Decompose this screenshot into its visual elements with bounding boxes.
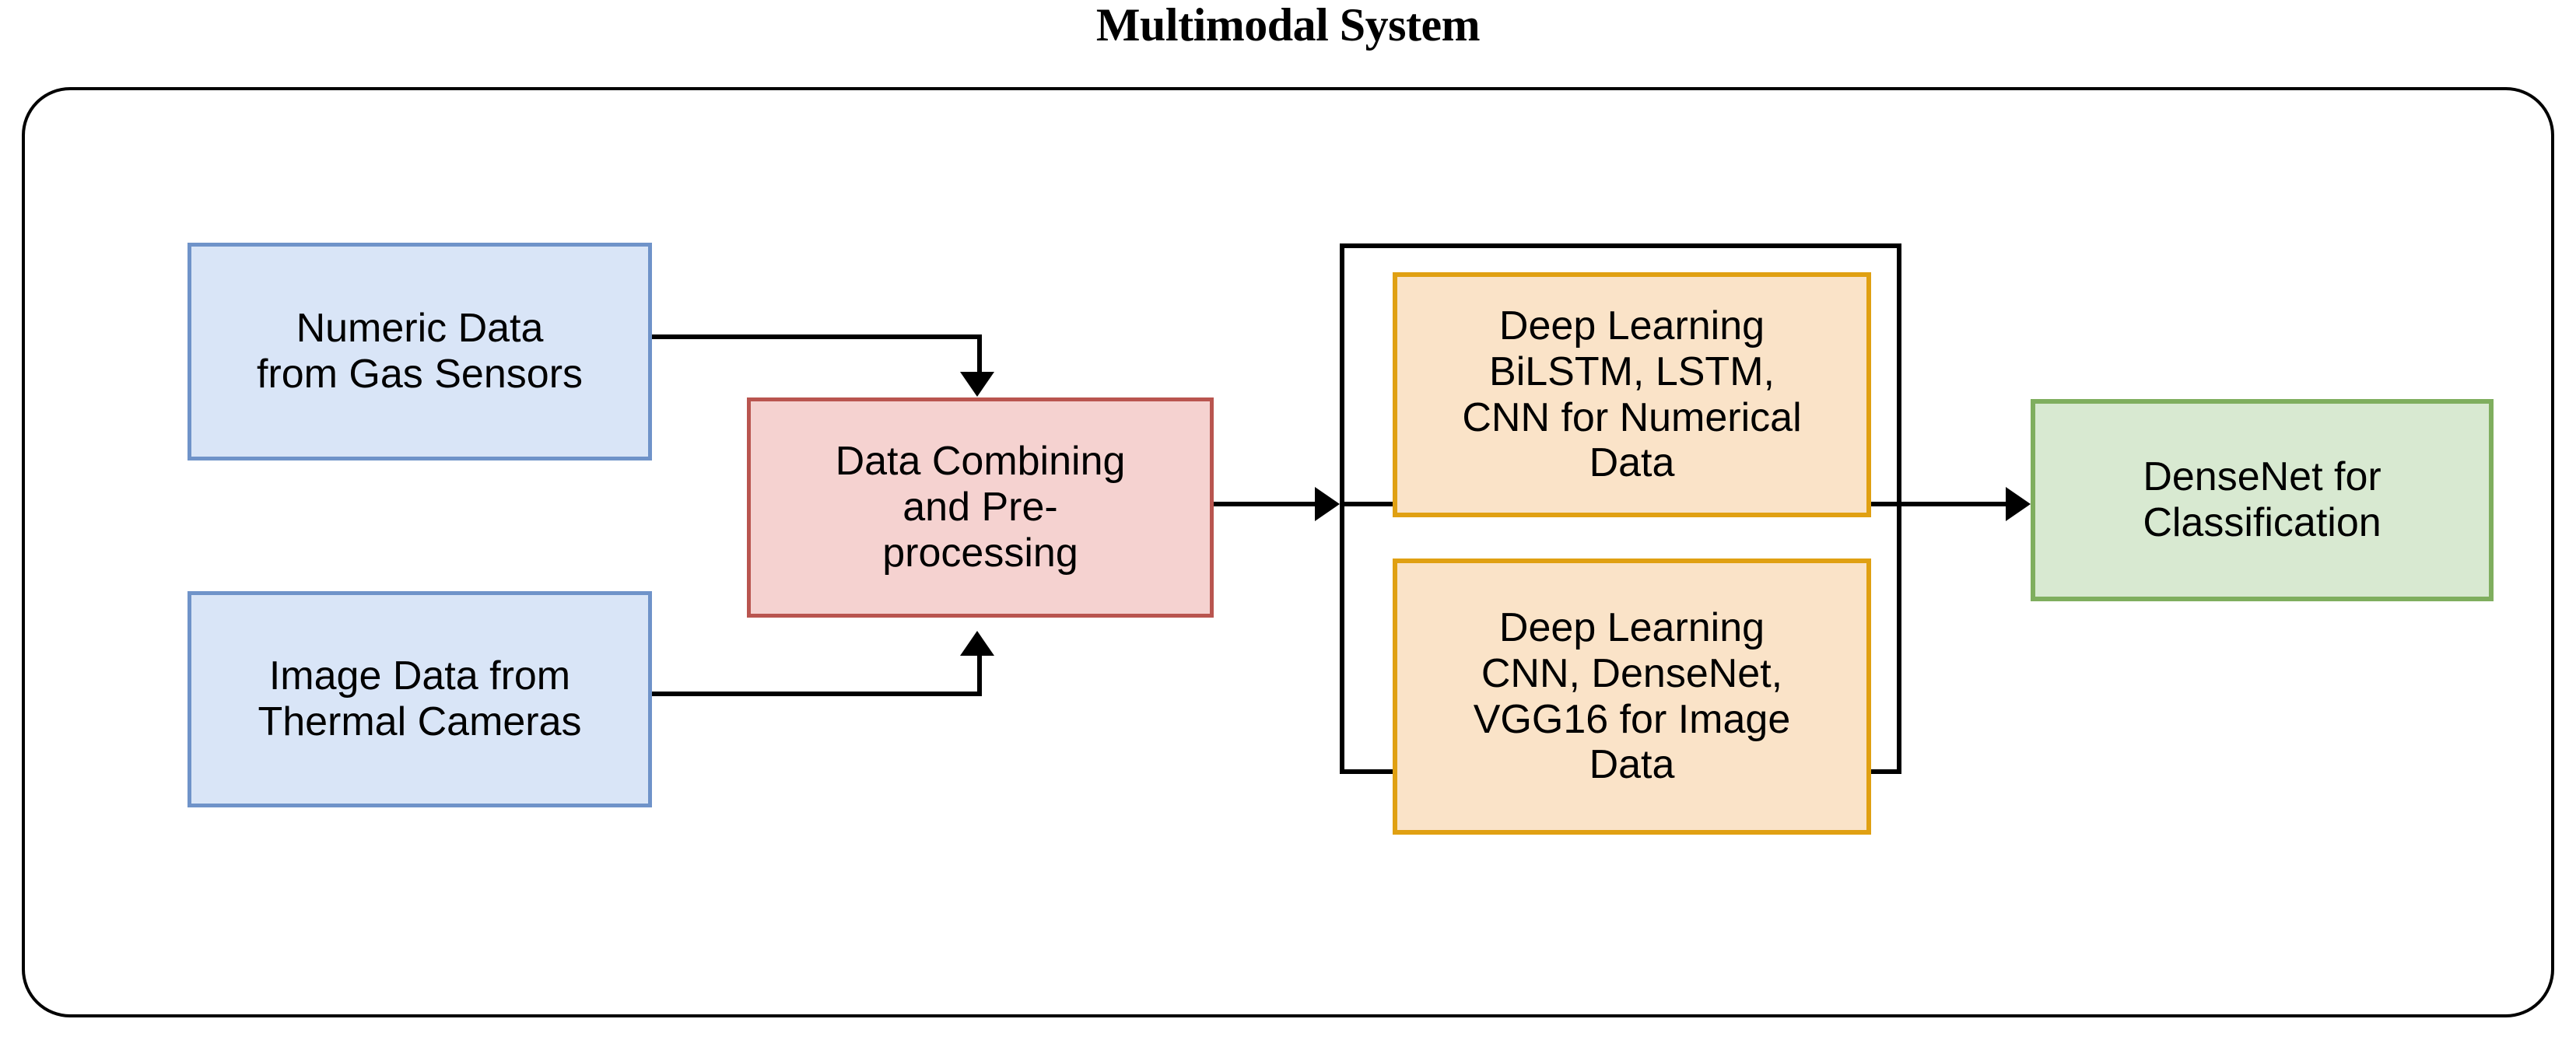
arrowhead-up-icon [960,631,994,656]
connector-models-to-densenet-horizontal [1870,502,2012,506]
node-image-data-from-thermal-cameras[interactable]: Image Data from Thermal Cameras [188,591,652,807]
connector-models-inlet-horizontal [1340,502,1394,506]
node-densenet-for-classification[interactable]: DenseNet for Classification [2031,399,2494,601]
node-data-combining-and-preprocessing[interactable]: Data Combining and Pre- processing [747,397,1214,618]
node-numeric-data-from-gas-sensors[interactable]: Numeric Data from Gas Sensors [188,243,652,460]
node-dl-image-label: Deep Learning CNN, DenseNet, VGG16 for I… [1473,605,1791,788]
system-boundary-container [22,87,2554,1017]
node-preprocessing-label: Data Combining and Pre- processing [835,439,1126,576]
page-title: Multimodal System [1095,0,1481,51]
node-deep-learning-numerical[interactable]: Deep Learning BiLSTM, LSTM, CNN for Nume… [1393,272,1871,517]
node-image-data-label: Image Data from Thermal Cameras [258,653,582,744]
connector-numeric-to-preprocess-horizontal [652,334,982,339]
arrowhead-down-icon [960,372,994,397]
node-deep-learning-image[interactable]: Deep Learning CNN, DenseNet, VGG16 for I… [1393,559,1871,835]
arrowhead-right-icon [1315,487,1340,521]
connector-image-to-preprocess-horizontal [652,692,982,696]
connector-image-to-preprocess-vertical [977,656,982,694]
node-numeric-data-label: Numeric Data from Gas Sensors [256,306,584,397]
arrowhead-right-icon [2006,487,2031,521]
connector-preprocess-to-models-horizontal [1214,502,1321,506]
node-dl-numeric-label: Deep Learning BiLSTM, LSTM, CNN for Nume… [1462,303,1802,486]
node-densenet-label: DenseNet for Classification [2143,454,2381,545]
connector-numeric-to-preprocess-vertical [977,337,982,374]
